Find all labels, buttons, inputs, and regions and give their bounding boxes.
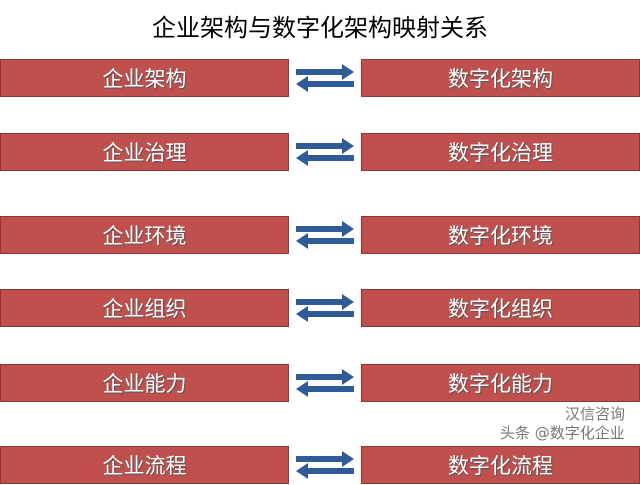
enterprise-box: 企业架构 xyxy=(0,59,289,97)
enterprise-label: 企业组织 xyxy=(102,297,187,321)
enterprise-label: 企业能力 xyxy=(102,372,187,396)
digital-label: 数字化组织 xyxy=(448,297,553,321)
digital-box: 数字化能力 xyxy=(361,364,640,402)
bidirectional-arrow-icon xyxy=(296,294,354,322)
enterprise-label: 企业架构 xyxy=(102,67,187,91)
bidirectional-arrow-icon xyxy=(296,369,354,397)
enterprise-box: 企业组织 xyxy=(0,289,289,327)
bidirectional-arrow-icon xyxy=(296,451,354,479)
digital-label: 数字化流程 xyxy=(448,454,553,478)
enterprise-label: 企业治理 xyxy=(102,141,187,165)
digital-box: 数字化架构 xyxy=(361,59,640,97)
digital-label: 数字化环境 xyxy=(448,224,553,248)
enterprise-box: 企业环境 xyxy=(0,216,289,254)
diagram-title: 企业架构与数字化架构映射关系 xyxy=(152,14,488,42)
digital-box: 数字化治理 xyxy=(361,133,640,171)
digital-label: 数字化架构 xyxy=(448,67,553,91)
digital-box: 数字化流程 xyxy=(361,446,640,484)
enterprise-label: 企业环境 xyxy=(102,224,187,248)
watermark-brand: 汉信咨询 xyxy=(565,405,626,423)
digital-box: 数字化环境 xyxy=(361,216,640,254)
enterprise-box: 企业流程 xyxy=(0,446,289,484)
digital-box: 数字化组织 xyxy=(361,289,640,327)
bidirectional-arrow-icon xyxy=(296,138,354,166)
digital-label: 数字化能力 xyxy=(448,372,553,396)
enterprise-box: 企业治理 xyxy=(0,133,289,171)
watermark-source: 头条 @数字化企业 xyxy=(500,424,625,442)
digital-label: 数字化治理 xyxy=(448,141,553,165)
enterprise-box: 企业能力 xyxy=(0,364,289,402)
enterprise-label: 企业流程 xyxy=(102,454,187,478)
bidirectional-arrow-icon xyxy=(296,221,354,249)
bidirectional-arrow-icon xyxy=(296,64,354,92)
